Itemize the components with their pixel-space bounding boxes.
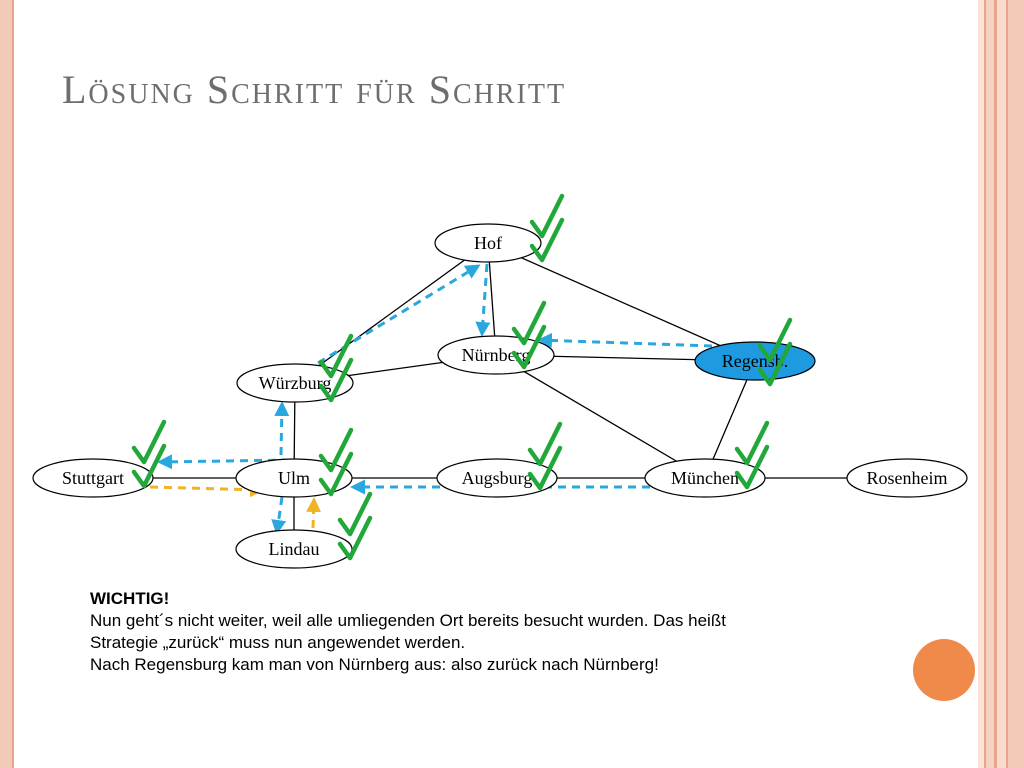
node-label-lindau: Lindau bbox=[269, 539, 320, 559]
important-note: WICHTIG! Nun geht´s nicht weiter, weil a… bbox=[90, 588, 910, 676]
node-shape-rosenheim bbox=[846, 458, 968, 498]
checkmark-icon-lindau bbox=[337, 491, 373, 561]
checkmark-icon-wuerzburg bbox=[318, 333, 354, 403]
left-frame-line bbox=[12, 0, 14, 768]
checkmark-icon-nuernberg bbox=[511, 300, 547, 370]
node-regensburg: Regensb. bbox=[694, 341, 816, 381]
left-frame-bar bbox=[0, 0, 12, 768]
node-label-wuerzburg: Würzburg bbox=[259, 373, 332, 393]
node-label-augsburg: Augsburg bbox=[462, 468, 533, 488]
node-label-hof: Hof bbox=[474, 233, 502, 253]
arrow-lindau-to-ulm bbox=[306, 497, 322, 529]
note-line-1: Nun geht´s nicht weiter, weil alle umlie… bbox=[90, 611, 726, 630]
edge-regensburg-muenchen bbox=[704, 360, 756, 479]
node-stuttgart: Stuttgart bbox=[32, 458, 154, 498]
checkmark-icon-ulm bbox=[318, 427, 354, 497]
note-heading: WICHTIG! bbox=[90, 589, 170, 608]
node-label-muenchen: München bbox=[671, 468, 739, 488]
arrow-hof-to-nuernberg bbox=[475, 263, 491, 337]
edge-hof-regensburg bbox=[487, 242, 756, 362]
node-shape-muenchen bbox=[644, 458, 766, 498]
checkmark-icon-stuttgart bbox=[131, 419, 167, 489]
slide-title: Lösung Schritt für Schritt bbox=[62, 67, 567, 112]
node-label-rosenheim: Rosenheim bbox=[867, 468, 948, 488]
node-label-nuernberg: Nürnberg bbox=[462, 345, 531, 365]
checkmark-icon-muenchen bbox=[734, 420, 770, 490]
arrow-ulm-to-wuerzburg bbox=[274, 401, 290, 456]
checkmarks-layer bbox=[131, 193, 793, 561]
note-line-2: Strategie „zurück“ muss nun angewendet w… bbox=[90, 633, 466, 652]
arrow-regensburg-to-nuernberg bbox=[537, 332, 713, 348]
orange-circle-decoration bbox=[913, 639, 975, 701]
edge-hof-wuerzburg bbox=[294, 242, 489, 384]
node-lindau: Lindau bbox=[235, 529, 353, 569]
node-ulm: Ulm bbox=[235, 458, 353, 498]
node-hof: Hof bbox=[434, 223, 542, 263]
node-rosenheim: Rosenheim bbox=[846, 458, 968, 498]
edges-layer bbox=[93, 242, 907, 549]
node-shape-stuttgart bbox=[32, 458, 154, 498]
note-line-3: Nach Regensburg kam man von Nürnberg aus… bbox=[90, 655, 659, 674]
node-muenchen: München bbox=[644, 458, 766, 498]
arrow-ulm-to-lindau bbox=[271, 496, 287, 535]
node-shape-augsburg bbox=[436, 458, 558, 498]
checkmark-icon-regensburg bbox=[757, 317, 793, 387]
node-augsburg: Augsburg bbox=[436, 458, 558, 498]
node-label-stuttgart: Stuttgart bbox=[62, 468, 124, 488]
checkmark-icon-augsburg bbox=[527, 421, 563, 491]
checkmark-icon-hof bbox=[529, 193, 565, 263]
node-shape-ulm bbox=[235, 458, 353, 498]
edge-nuernberg-muenchen bbox=[495, 354, 706, 479]
node-shape-hof bbox=[434, 223, 542, 263]
right-frame-stripes bbox=[978, 0, 1024, 768]
arrow-stuttgart-to-ulm bbox=[149, 482, 265, 498]
node-label-ulm: Ulm bbox=[278, 468, 310, 488]
